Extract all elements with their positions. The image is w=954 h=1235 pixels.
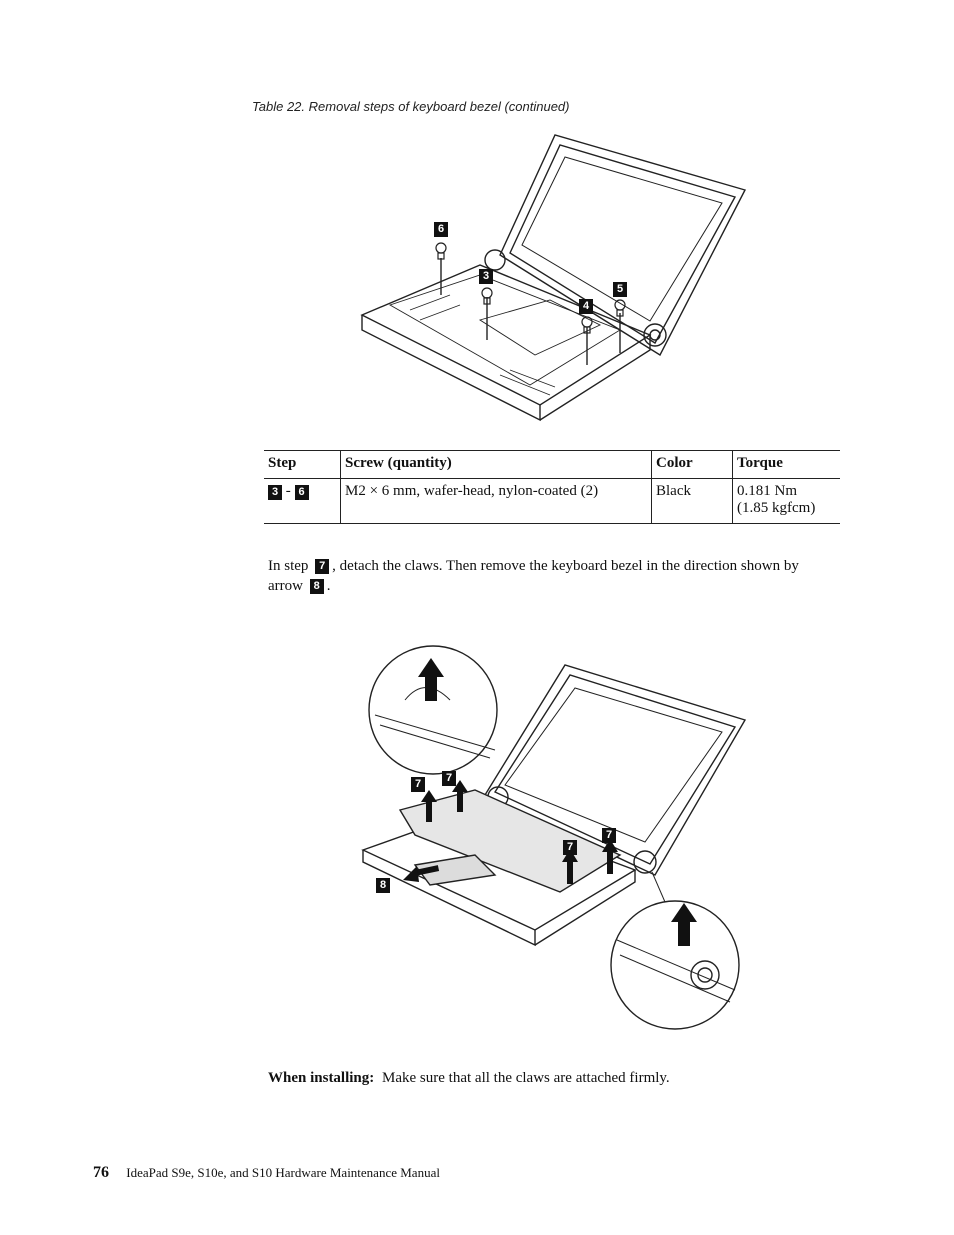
table-caption: Table 22. Removal steps of keyboard beze… xyxy=(252,99,570,114)
header-step: Step xyxy=(264,450,341,479)
figure-screw-removal: 6 3 5 4 xyxy=(350,125,770,425)
figure-bezel-removal: 7 7 7 7 8 xyxy=(355,630,765,1035)
callout-7d: 7 xyxy=(563,840,577,855)
step-cell: 3 - 6 xyxy=(264,478,341,524)
callout-8: 8 xyxy=(376,878,390,893)
header-screw: Screw (quantity) xyxy=(340,450,652,479)
installing-label: When installing: xyxy=(268,1070,375,1086)
installing-text: Make sure that all the claws are attache… xyxy=(382,1070,670,1086)
torque-nm: 0.181 Nm xyxy=(737,483,797,499)
installing-note: When installing: Make sure that all the … xyxy=(268,1070,670,1087)
color-cell: Black xyxy=(651,478,733,524)
callout-7b: 7 xyxy=(442,771,456,786)
callout-7-inline: 7 xyxy=(315,559,330,574)
callout-8-inline: 8 xyxy=(309,579,324,594)
callout-step-to: 6 xyxy=(294,485,309,500)
callout-7c: 7 xyxy=(602,828,616,843)
instruction-part3: . xyxy=(326,578,331,594)
instruction-paragraph: In step 7, detach the claws. Then remove… xyxy=(268,556,828,596)
callout-3: 3 xyxy=(479,269,493,284)
callout-6: 6 xyxy=(434,222,448,237)
page-footer: 76 IdeaPad S9e, S10e, and S10 Hardware M… xyxy=(93,1164,440,1182)
callout-7a: 7 xyxy=(411,777,425,792)
header-color: Color xyxy=(651,450,733,479)
table-row: 3 - 6 M2 × 6 mm, wafer-head, nylon-coate… xyxy=(264,478,840,524)
manual-title: IdeaPad S9e, S10e, and S10 Hardware Main… xyxy=(126,1165,440,1180)
screw-table: Step Screw (quantity) Color Torque 3 - 6… xyxy=(264,450,840,524)
instruction-part1: In step xyxy=(268,558,309,574)
callout-5: 5 xyxy=(613,282,627,297)
screw-cell: M2 × 6 mm, wafer-head, nylon-coated (2) xyxy=(340,478,652,524)
torque-kgfcm: (1.85 kgfcm) xyxy=(737,500,816,516)
step-separator: - xyxy=(285,483,291,499)
torque-cell: 0.181 Nm (1.85 kgfcm) xyxy=(732,478,840,524)
callout-step-from: 3 xyxy=(268,485,282,500)
laptop-bezel-illustration xyxy=(361,645,747,1030)
callout-4: 4 xyxy=(579,299,593,314)
header-torque: Torque xyxy=(732,450,840,479)
table-header-row: Step Screw (quantity) Color Torque xyxy=(264,450,840,479)
instruction-part2: , detach the claws. Then remove the keyb… xyxy=(268,558,799,594)
laptop-screws-illustration xyxy=(360,134,747,422)
page-number: 76 xyxy=(93,1164,109,1181)
